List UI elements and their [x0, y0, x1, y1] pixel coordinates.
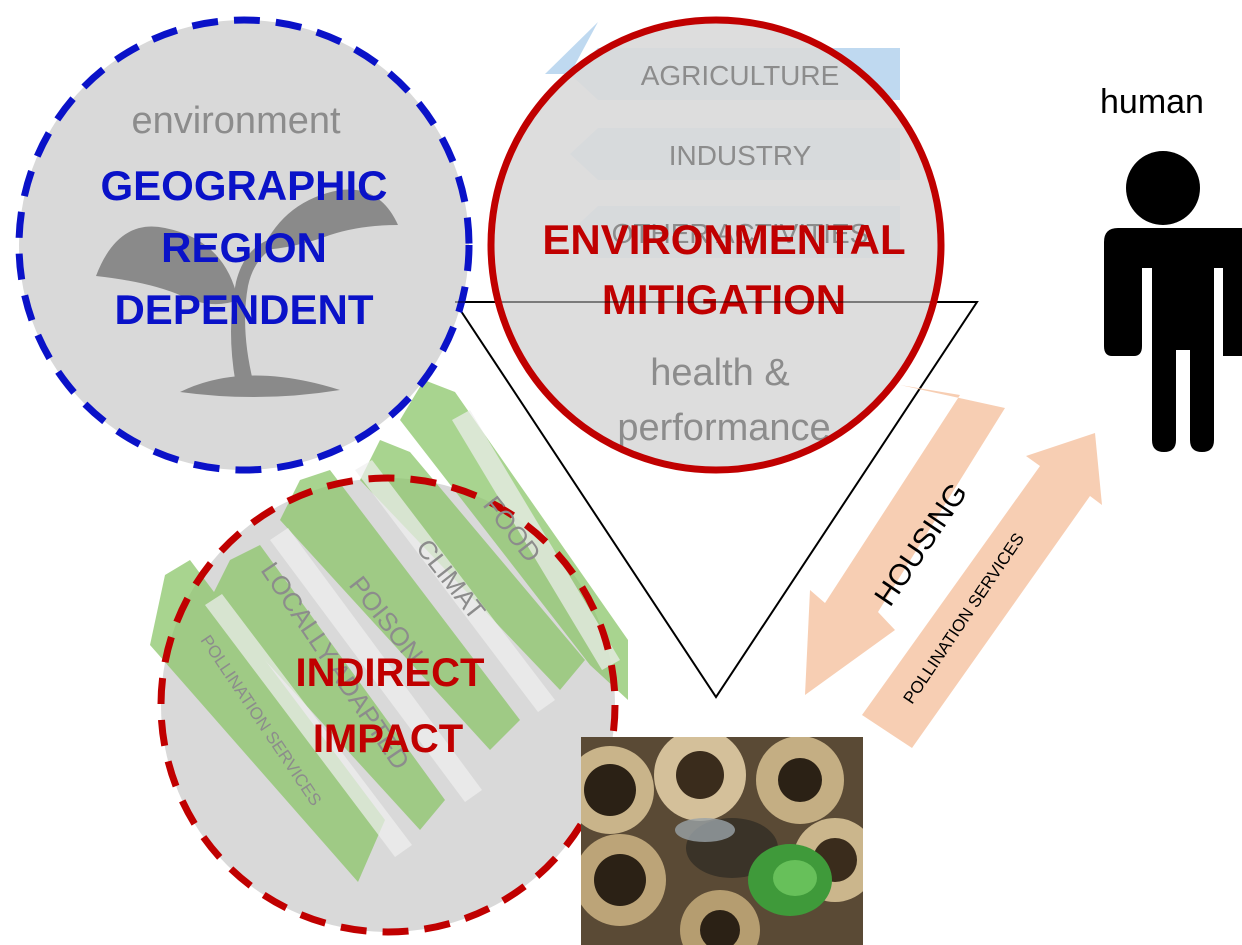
mitigation-title-line-1: ENVIRONMENTAL: [542, 216, 905, 263]
mitigation-circle-border: [487, 16, 945, 474]
indirect-title-line-1: INDIRECT: [296, 651, 485, 695]
indirect-impact-border: [157, 474, 619, 936]
environment-title-line-2: REGION: [161, 224, 327, 271]
environment-circle: [19, 20, 469, 470]
environment-title-line-1: GEOGRAPHIC: [100, 162, 387, 209]
mitigation-title-line-2: MITIGATION: [602, 276, 846, 323]
environment-circle-border: [15, 16, 473, 474]
sprout-icon: [96, 189, 398, 398]
person-icon: [1104, 151, 1242, 452]
mitigation-label-agriculture: AGRICULTURE: [641, 60, 840, 91]
indirect-arrow-stripes: [205, 410, 620, 857]
indirect-impact-arrows: [150, 380, 628, 882]
mitigation-label-industry: INDUSTRY: [669, 140, 812, 171]
environment-title-line-3: DEPENDENT: [114, 286, 373, 333]
human-bee-arrows: [805, 385, 1102, 748]
bee-nest-photo: [581, 737, 863, 945]
mitigation-circle: [491, 20, 941, 470]
environment-label: environment: [131, 100, 341, 142]
mitigation-bottom-line-1: health &: [650, 352, 789, 394]
indirect-title-line-2: IMPACT: [313, 717, 463, 761]
mitigation-label-other: OTHER ACTIVITIES: [612, 218, 869, 249]
mitigation-bottom-line-2: performance: [617, 407, 830, 449]
human-label: human: [1100, 83, 1204, 121]
